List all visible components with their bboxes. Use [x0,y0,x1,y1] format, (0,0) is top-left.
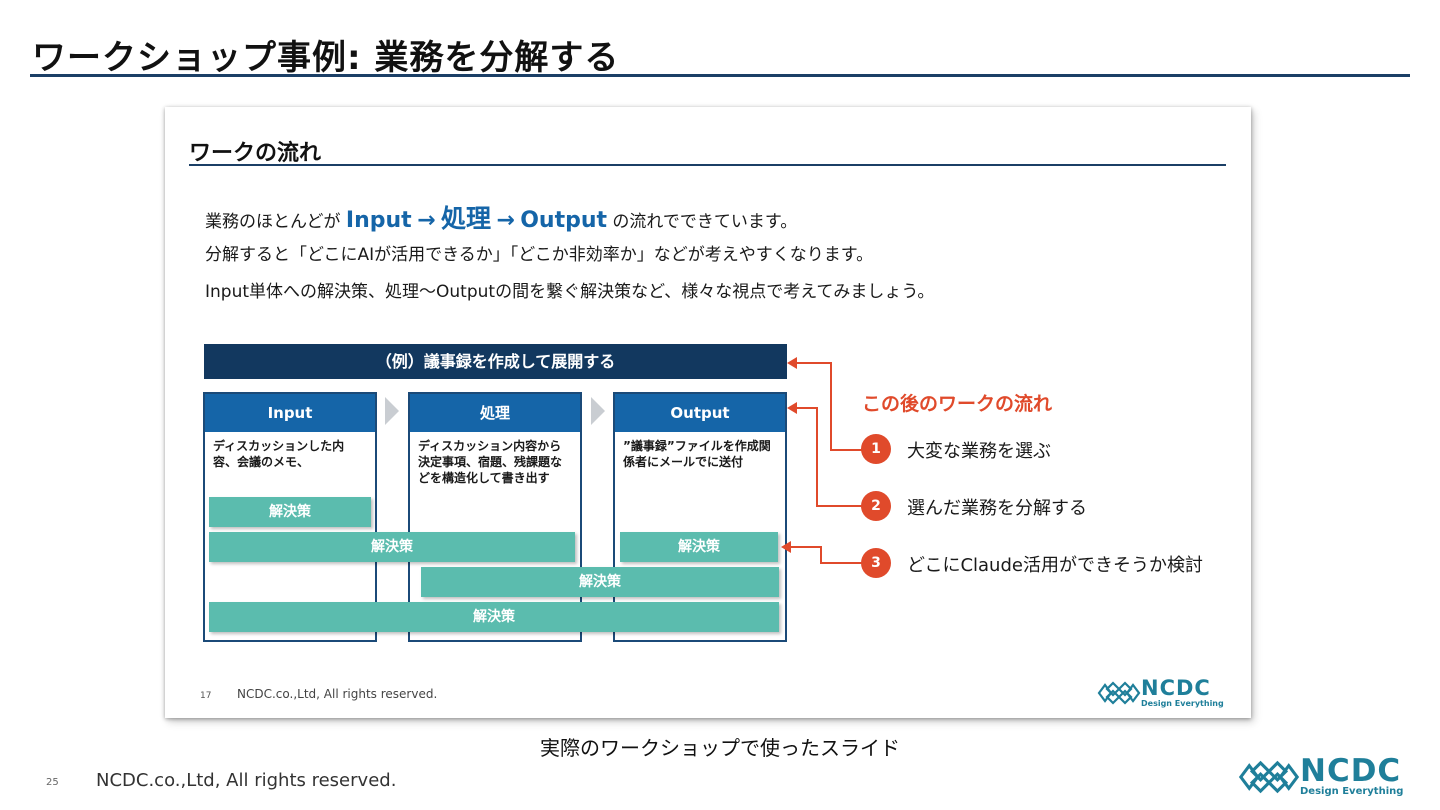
slide-copyright: NCDC.co.,Ltd, All rights reserved. [237,687,438,701]
page-title: ワークショップ事例: 業務を分解する [32,38,620,78]
arrowhead-icon [787,402,797,414]
step-number-badge: 1 [861,434,891,464]
logo-tagline: Design Everything [1141,699,1224,708]
column-process: 処理 ディスカッション内容から決定事項、宿題、残課題などを構造化して書き出す [408,392,582,642]
column-header: Input [205,394,375,432]
step-label: 選んだ業務を分解する [907,498,1087,519]
intro-line-3: Input単体への解決策、処理〜Outputの間を繋ぐ解決策など、様々な視点で考… [205,282,935,302]
connector-line [816,505,862,507]
arrow-1: → [417,208,436,233]
page-copyright: NCDC.co.,Ltd, All rights reserved. [96,770,397,791]
highlight-output: Output [520,208,608,233]
column-body: ディスカッションした内容、会議のメモ、 [213,439,345,469]
connector-line [830,449,862,451]
logo-name: NCDC [1300,753,1402,789]
column-header: Output [615,394,785,432]
column-header: 処理 [410,394,580,432]
connector-line [789,546,821,548]
solution-bar: 解決策 [209,602,779,632]
ncdc-logo: NCDC Design Everything [1238,756,1403,797]
column-output: Output ”議事録”ファイルを作成関係者にメールでに送付 [613,392,787,642]
highlight-process: 処理 [440,204,491,233]
step-number-badge: 2 [861,491,891,521]
slide-ncdc-logo: NCDC Design Everything [1097,677,1224,708]
solution-bar: 解決策 [209,497,371,527]
solution-bar: 解決策 [209,532,575,562]
ncdc-logo-icon [1238,760,1300,793]
connector-line [820,546,822,563]
page-number: 25 [46,777,59,788]
slide-title: ワークの流れ [189,141,322,166]
intro-line-2: 分解すると「どこにAIが活用できるか」「どこか非効率か」などが考えやすくなります… [205,245,874,265]
column-body: ”議事録”ファイルを作成関係者にメールでに送付 [623,439,771,469]
arrow-2: → [496,208,515,233]
solution-bar: 解決策 [421,567,779,597]
solution-bar: 解決策 [620,532,778,562]
flow-title: この後のワークの流れ [862,393,1053,415]
step-label: どこにClaude活用ができそうか検討 [907,555,1203,576]
intro-line-1-pre: 業務のほとんどが [205,212,341,232]
connector-line [795,407,817,409]
slide-title-divider [189,164,1226,166]
arrowhead-icon [781,541,791,553]
chevron-right-icon [385,397,399,425]
connector-line [830,362,832,450]
example-banner: （例）議事録を作成して展開する [204,344,787,379]
connector-line [820,562,862,564]
step-number-badge: 3 [861,548,891,578]
arrowhead-icon [787,357,797,369]
highlight-input: Input [345,208,412,233]
ncdc-logo-icon [1097,680,1141,705]
chevron-right-icon [591,397,605,425]
slide-image: ワークの流れ 業務のほとんどが Input → 処理 → Output の流れで… [165,107,1251,718]
intro-line-1: 業務のほとんどが Input → 処理 → Output の流れでできています。 [205,199,797,235]
logo-name: NCDC [1141,676,1211,700]
intro-line-1-post: の流れでできています。 [612,212,798,232]
slide-caption: 実際のワークショップで使ったスライド [540,736,900,760]
step-label: 大変な業務を選ぶ [907,441,1051,462]
column-body: ディスカッション内容から決定事項、宿題、残課題などを構造化して書き出す [418,439,563,485]
title-divider [30,74,1410,77]
logo-tagline: Design Everything [1300,786,1404,797]
connector-line [795,362,831,364]
slide-page-number: 17 [200,691,212,701]
connector-line [816,407,818,506]
